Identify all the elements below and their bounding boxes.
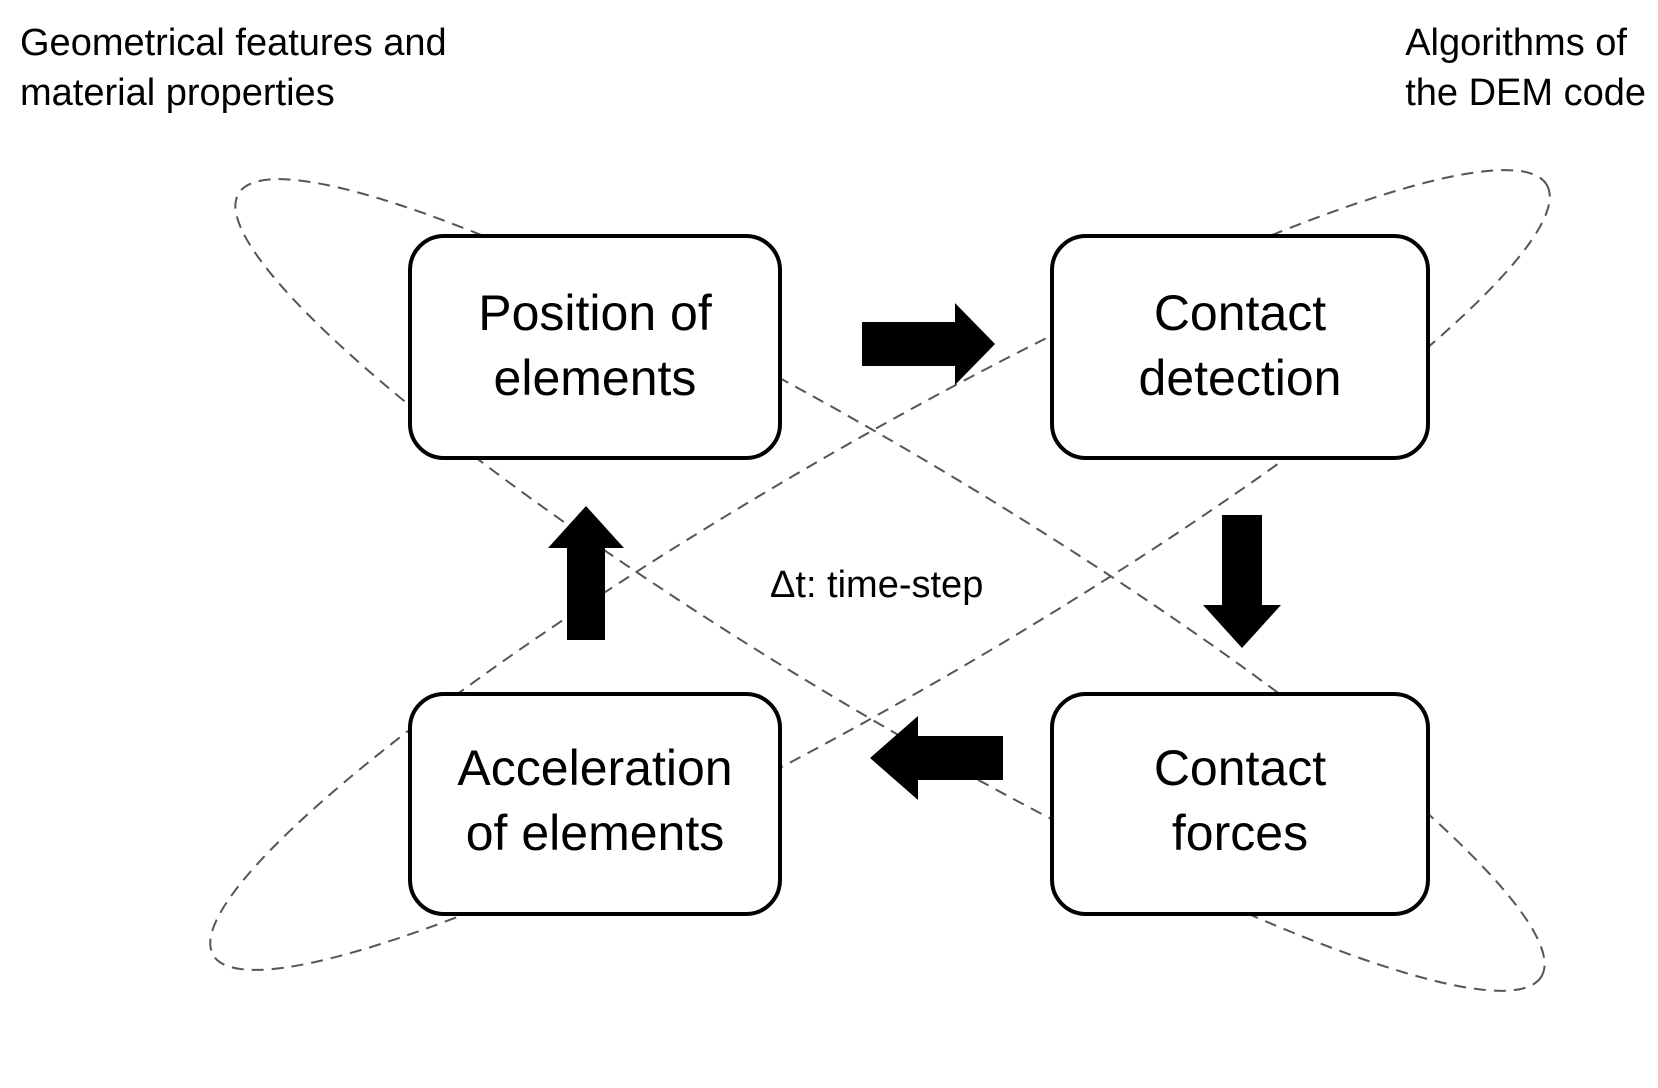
algorithms-label: Algorithms of the DEM code (1405, 18, 1646, 118)
algorithms-label-line-1: Algorithms of (1405, 22, 1627, 64)
position-box (408, 234, 782, 460)
contact-forces-box-line-2: forces (1172, 805, 1308, 861)
algorithms-ellipse (209, 169, 1551, 971)
geometry-material-ellipse (234, 178, 1546, 992)
geometry-material-label-line-2: material properties (20, 72, 335, 114)
arrow-down (1203, 515, 1281, 648)
acceleration-box-line-1: Acceleration (457, 740, 732, 796)
geometry-material-label-line-1: Geometrical features and (20, 22, 447, 64)
contact-detection-box-line-1: Contact (1154, 285, 1326, 341)
contact-detection-box (1050, 234, 1430, 460)
acceleration-box (408, 692, 782, 916)
algorithms-label-line-2: the DEM code (1405, 72, 1646, 114)
arrow-left (870, 716, 1003, 800)
arrow-up (548, 506, 624, 640)
geometry-material-label: Geometrical features and material proper… (20, 18, 447, 118)
position-box-line-1: Position of (478, 285, 712, 341)
contact-forces-box-line-1: Contact (1154, 740, 1326, 796)
timestep-label: Δt: time-step (770, 564, 983, 606)
contact-forces-box (1050, 692, 1430, 916)
acceleration-box-line-2: of elements (466, 805, 724, 861)
arrow-right (862, 303, 995, 385)
contact-detection-box-line-2: detection (1139, 350, 1342, 406)
position-box-line-2: elements (494, 350, 697, 406)
